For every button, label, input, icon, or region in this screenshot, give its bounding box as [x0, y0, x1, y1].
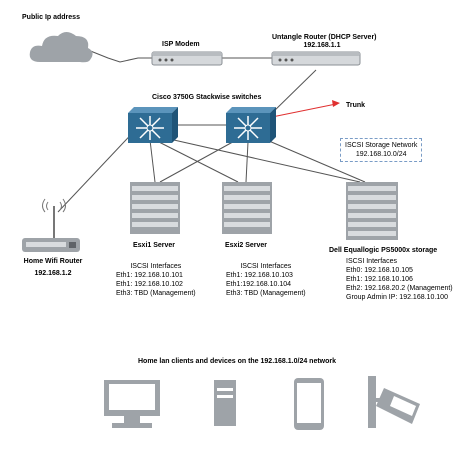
esxi2-iface-line: Eth1: 192.168.10.103: [226, 272, 293, 279]
dell-iface-line: Eth1: 192.168.10.106: [346, 276, 413, 283]
switch1-to-esxi1-link: [149, 139, 156, 183]
trunk-label: Trunk: [346, 102, 366, 109]
wifi-router-label: Home Wifi Router 192.168.1.2: [14, 258, 92, 278]
modem-icon: [151, 51, 223, 66]
esxi1-interfaces: ISCSI Interfaces Eth1: 192.168.10.101 Et…: [116, 262, 196, 298]
trunk-arrow-head: [332, 100, 340, 107]
public-ip-label: Public Ip address: [22, 14, 80, 21]
iscsi-network-title: ISCSI Storage Network: [345, 142, 418, 149]
iscsi-network-subnet: 192.168.10.0/24: [355, 151, 407, 158]
esxi2-interfaces: ISCSI Interfaces Eth1: 192.168.10.103 Et…: [226, 262, 306, 298]
cisco-switches-label: Cisco 3750G Stackwise switches: [152, 94, 262, 101]
phone-icon: [294, 378, 324, 430]
switch2-to-storage-link: [261, 137, 366, 183]
switch-icon: [226, 107, 276, 143]
cloud-to-modem-link: [87, 49, 152, 63]
server-icon: [222, 182, 272, 234]
switch1-to-storage-link: [164, 137, 361, 183]
switch1-to-esxi2-link: [154, 139, 239, 183]
storage-icon: [346, 182, 398, 240]
server-icon: [130, 182, 180, 234]
esxi2-iface-line: Eth1:192.168.10.104: [226, 281, 292, 288]
untangle-label: Untangle Router (DHCP Server) 192.168.1.…: [272, 34, 377, 50]
esxi2-iface-heading: ISCSI Interfaces: [240, 263, 292, 270]
switch2-to-esxi2-link: [245, 141, 249, 183]
switch-to-wifi-link: [57, 124, 141, 213]
wifi-router-icon: [22, 198, 80, 252]
trunk-arrow-line: [271, 103, 337, 118]
untangle-ip: 192.168.1.1: [303, 42, 341, 49]
router-to-switch-link: [269, 69, 317, 116]
camera-icon: [368, 376, 420, 428]
router-icon: [271, 51, 361, 66]
desktop-icon: [104, 380, 160, 428]
esxi1-iface-line: Eth1: 192.168.10.101: [116, 272, 183, 279]
isp-modem-label: ISP Modem: [162, 41, 200, 48]
iscsi-network-box: ISCSI Storage Network 192.168.10.0/24: [340, 138, 423, 162]
switch2-to-esxi1-link: [159, 137, 241, 183]
dell-iface-line: Eth0: 192.168.10.105: [346, 267, 413, 274]
esxi2-label: Esxi2 Server: [225, 242, 268, 249]
wifi-router-ip: 192.168.1.2: [34, 270, 72, 277]
dell-storage-label: Dell Equallogic PS5000x storage: [329, 247, 438, 254]
dell-interfaces: ISCSI Interfaces Eth0: 192.168.10.105 Et…: [346, 257, 453, 302]
dell-iface-line: Group Admin IP: 192.168.10.100: [346, 294, 448, 301]
connection-lines: [57, 49, 366, 213]
cloud-icon: [29, 32, 93, 63]
untangle-title: Untangle Router (DHCP Server): [272, 34, 377, 41]
dell-iface-line: Eth2: 192.168.20.2 (Management): [346, 285, 453, 292]
esxi1-iface-heading: ISCSI Interfaces: [130, 263, 182, 270]
esxi1-iface-line: Eth3: TBD (Management): [116, 290, 196, 297]
esxi1-label: Esxi1 Server: [133, 242, 176, 249]
esxi1-iface-line: Eth1: 192.168.10.102: [116, 281, 183, 288]
esxi2-iface-line: Eth3: TBD (Management): [226, 290, 306, 297]
tower-icon: [214, 380, 236, 426]
dell-iface-heading: ISCSI Interfaces: [346, 258, 397, 265]
switch-icon: [128, 107, 178, 143]
wifi-router-name: Home Wifi Router: [23, 258, 83, 265]
home-lan-title: Home lan clients and devices on the 192.…: [137, 358, 337, 365]
